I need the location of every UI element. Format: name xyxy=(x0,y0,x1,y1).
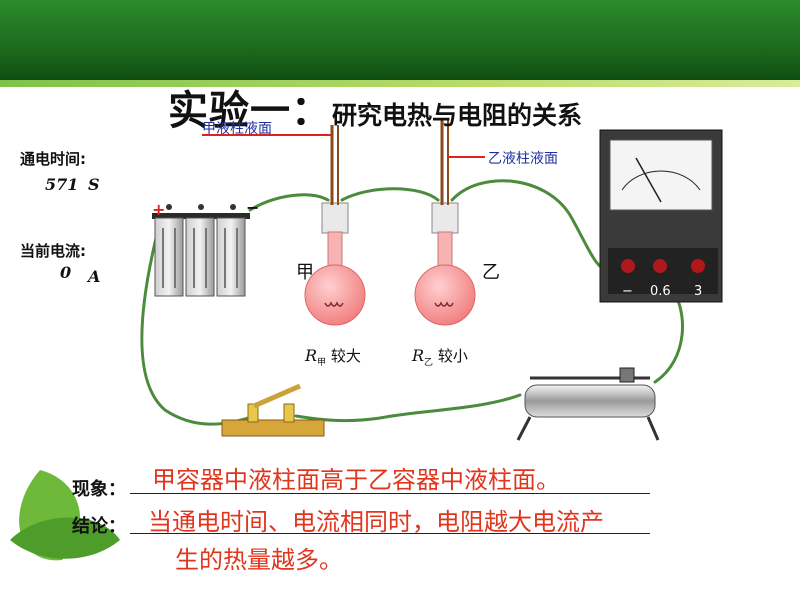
wires xyxy=(140,179,684,426)
resistor-a-label: R甲 较大 xyxy=(305,345,361,368)
resistor-b-sub: 乙 xyxy=(424,358,434,368)
title-sub: 研究电热与电阻的关系 xyxy=(332,101,583,130)
title-main: 实验一： xyxy=(168,88,332,134)
resistor-b-text: 较小 xyxy=(437,347,468,365)
header-banner xyxy=(0,0,800,80)
conclusion-label: 结论： xyxy=(72,516,126,537)
resistor-a-text: 较大 xyxy=(330,347,361,365)
liquid-level-markers xyxy=(202,134,485,158)
current-unit: A xyxy=(88,267,101,286)
tube-b-label: 乙液柱液面 xyxy=(488,151,558,167)
current-value: 0 xyxy=(60,263,72,282)
page-title: 实验一：研究电热与电阻的关系 xyxy=(168,78,582,134)
resistor-b-label: R乙 较小 xyxy=(412,345,468,368)
battery-minus: − xyxy=(246,198,260,217)
ammeter-terminal-minus: − xyxy=(622,284,633,299)
time-label: 通电时间: xyxy=(20,150,86,168)
switch-icon xyxy=(221,383,325,437)
conclusion-line-2: 生的热量越多。 xyxy=(175,546,343,574)
phenomenon-underline xyxy=(130,493,650,494)
current-label: 当前电流: xyxy=(20,242,86,260)
resistor-b-symbol: R xyxy=(412,346,425,365)
resistor-a-sub: 甲 xyxy=(317,358,327,368)
flask-a-label: 甲 xyxy=(296,262,314,283)
resistor-a-symbol: R xyxy=(305,346,318,365)
conclusion-underline xyxy=(130,533,650,534)
battery-icon xyxy=(152,204,250,297)
time-unit: S xyxy=(88,175,100,194)
battery-plus: + xyxy=(152,200,166,219)
flask-a-icon xyxy=(304,125,366,326)
ammeter-terminal-06: 0.6 xyxy=(650,284,671,299)
header-accent-line xyxy=(0,80,800,87)
phenomenon-text: 甲容器中液柱面高于乙容器中液柱面。 xyxy=(152,466,560,494)
flask-b-label: 乙 xyxy=(482,262,500,283)
time-value: 571 xyxy=(45,175,79,194)
tube-a-label: 甲液柱液面 xyxy=(202,121,272,137)
leaf-decoration-icon xyxy=(10,470,120,561)
conclusion-line-1: 当通电时间、电流相同时，电阻越大电流产 xyxy=(148,508,604,536)
ammeter-terminal-3: 3 xyxy=(694,284,703,299)
rheostat-icon xyxy=(516,367,660,441)
phenomenon-label: 现象： xyxy=(72,479,126,500)
ammeter-icon xyxy=(599,129,723,303)
flask-b-icon xyxy=(414,120,476,326)
